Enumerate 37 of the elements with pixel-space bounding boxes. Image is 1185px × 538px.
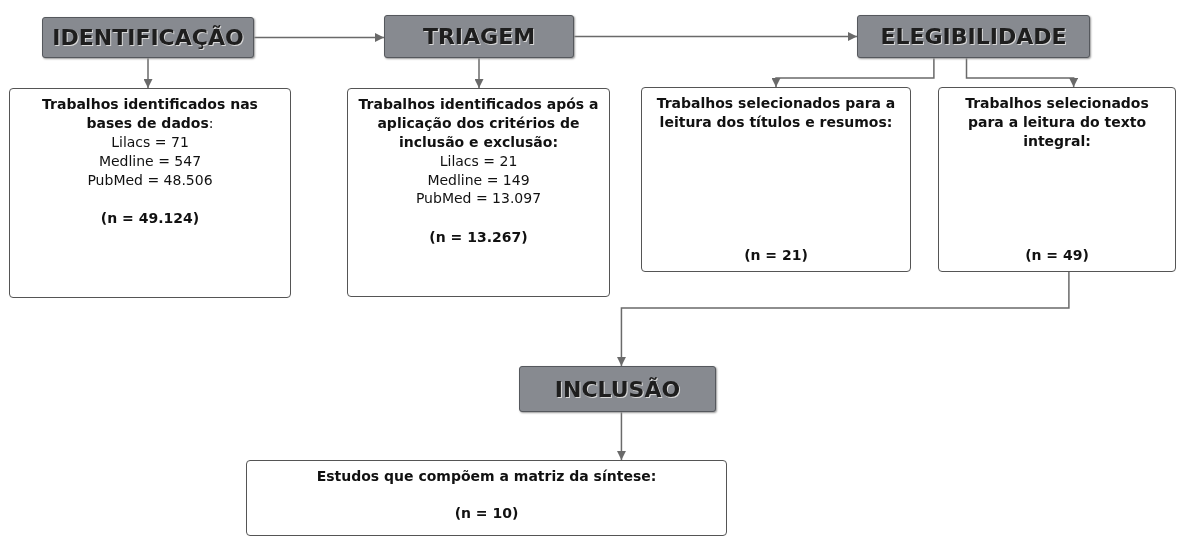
- box-heading: Trabalhos identificados após a aplicação dos critérios de inclusão e exclusão:: [357, 95, 600, 152]
- database-count: Medline = 547: [98, 151, 202, 171]
- box-heading: Trabalhos identificados nas bases de dados:: [41, 95, 259, 133]
- process-box: [938, 87, 1176, 272]
- count-text: (n = 13.267): [429, 228, 528, 248]
- process-box: [347, 88, 610, 297]
- stage-title: IDENTIFICAÇÃO: [52, 25, 244, 50]
- stage-title: ELEGIBILIDADE: [880, 24, 1067, 49]
- stage-header-box: [42, 17, 254, 58]
- process-box: [9, 88, 291, 298]
- stage-header-box: [519, 366, 716, 412]
- count-text: (n = 49.124): [100, 209, 200, 229]
- box-heading: Trabalhos selecionados para a leitura dos títulos e resumos:: [655, 94, 897, 132]
- stage-title: TRIAGEM: [422, 24, 536, 49]
- arrow: [143, 57, 153, 89]
- count-text: (n = 10): [454, 503, 519, 523]
- box-heading: Trabalhos selecionados para a leitura do texto integral:: [964, 94, 1150, 151]
- arrow: [253, 33, 385, 42]
- arrow: [573, 32, 858, 41]
- database-count: Lilacs = 71: [111, 132, 189, 152]
- database-count: Medline = 149: [427, 170, 530, 190]
- arrow: [616, 411, 626, 461]
- arrow: [771, 57, 935, 88]
- stage-header-box: [384, 15, 574, 58]
- database-count: PubMed = 13.097: [415, 189, 542, 209]
- database-count: Lilacs = 21: [439, 151, 518, 171]
- database-count: PubMed = 48.506: [87, 170, 213, 190]
- box-heading: Estudos que compõem a matriz da síntese:: [316, 467, 657, 486]
- stage-title: INCLUSÃO: [554, 376, 681, 402]
- count-text: (n = 21): [744, 246, 808, 265]
- arrow: [616, 271, 1070, 367]
- process-box: [641, 87, 911, 272]
- arrow: [474, 57, 484, 89]
- arrow: [965, 57, 1079, 88]
- stage-header-box: [857, 15, 1090, 58]
- count-text: (n = 49): [1025, 246, 1089, 265]
- process-box: [246, 460, 727, 536]
